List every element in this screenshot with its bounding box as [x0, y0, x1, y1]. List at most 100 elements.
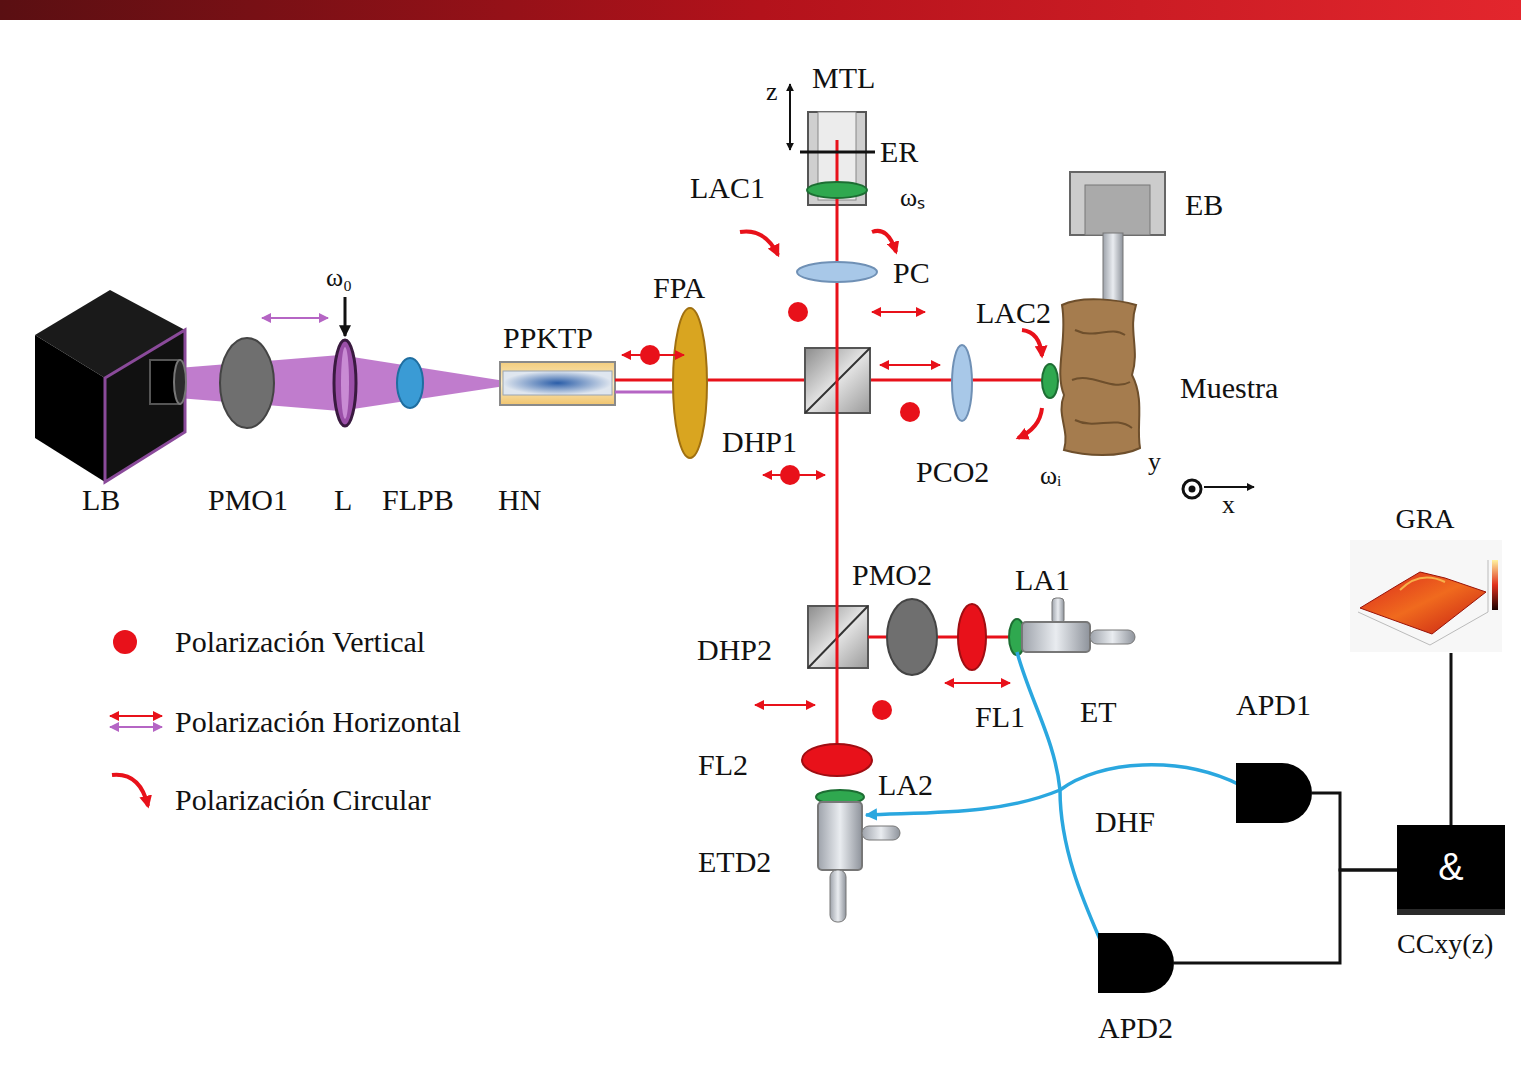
detector-outline — [1236, 763, 1312, 823]
component-label: LA1 — [1015, 563, 1070, 598]
node-text: CCxy(z) — [1397, 927, 1493, 961]
circular-polarization-arrow — [112, 775, 148, 806]
legend-text: Polarización Vertical — [175, 625, 425, 660]
signal-beams — [836, 140, 839, 752]
component-label: DHP2 — [697, 633, 772, 668]
sample-holder — [1085, 185, 1150, 235]
surface-plot — [1492, 560, 1498, 610]
component-label: LAC2 — [976, 296, 1051, 331]
detector-shape — [1236, 763, 1312, 823]
sample-holder — [1070, 172, 1165, 235]
signal-beams — [837, 140, 1012, 752]
reference-mirror — [800, 152, 875, 153]
microscope-objective — [220, 338, 274, 428]
component-label: Muestra — [1180, 371, 1278, 406]
filter-lens — [673, 308, 707, 458]
photodetector: APD2 — [1098, 933, 1174, 1045]
laser-box — [35, 335, 105, 482]
z-axis-arrow — [790, 84, 791, 150]
polarization-arrow — [872, 311, 925, 313]
polarization-dot — [900, 402, 920, 422]
component-label: ω₀ — [326, 263, 352, 293]
filter-lens — [673, 308, 707, 458]
surface-plot — [1350, 540, 1502, 652]
node-text: & — [1438, 845, 1463, 889]
component-label: ER — [880, 135, 918, 170]
node-text: APD1 — [1236, 688, 1311, 722]
bandpass-filter — [802, 604, 986, 776]
polarization-dot — [872, 700, 892, 720]
laser-box — [35, 290, 186, 482]
component-label: ETD2 — [698, 845, 771, 880]
sample-holder — [1070, 172, 1165, 305]
pump-polarization-arrow — [262, 318, 328, 319]
polarization-dot — [113, 630, 137, 654]
header-band — [0, 0, 1521, 20]
lens — [334, 340, 356, 426]
sample-surface — [1060, 299, 1140, 455]
circular-polarization-arrow — [112, 231, 1042, 806]
component-label: DHP1 — [722, 425, 797, 460]
node-text: APD2 — [1098, 1011, 1173, 1045]
fiber-coupler — [818, 802, 862, 870]
component-label: z — [766, 77, 778, 107]
collimating-lens — [807, 182, 1058, 804]
polarization-arrow — [110, 715, 162, 717]
bandpass-filter — [802, 744, 872, 776]
surface-plot — [1360, 572, 1486, 634]
optical-fiber — [1060, 765, 1240, 790]
legend-text: Polarización Circular — [175, 783, 431, 818]
photodetector: APD1 — [1236, 688, 1312, 823]
detector-shape — [1098, 933, 1174, 993]
polarization-arrow — [763, 474, 825, 476]
polarization-arrow — [110, 726, 162, 728]
optical-fiber — [866, 652, 1240, 944]
component-label: L — [334, 483, 352, 518]
circular-polarization-arrow — [1022, 330, 1042, 356]
wave-plate — [797, 262, 877, 282]
component-label: FL1 — [975, 700, 1025, 735]
bandpass-filter — [958, 604, 986, 670]
axis-symbol — [1189, 486, 1196, 493]
component-label: FL2 — [698, 748, 748, 783]
microscope-objective — [220, 338, 274, 428]
component-label: FPA — [653, 271, 705, 306]
collimating-lens — [807, 182, 867, 198]
laser-box — [174, 360, 186, 404]
component-label: PMO2 — [852, 558, 932, 593]
circular-polarization-arrow — [872, 231, 896, 252]
polarization-arrow — [880, 364, 940, 366]
lens — [334, 340, 356, 426]
legend-text: Polarización Horizontal — [175, 705, 461, 740]
detector-outline — [1098, 933, 1174, 993]
sample-holder — [1103, 233, 1123, 305]
component-label: FLPB — [382, 483, 454, 518]
polarization-arrow — [945, 682, 1010, 684]
laser-box — [105, 330, 185, 482]
sample-surface — [1072, 330, 1132, 428]
sample-surface — [1060, 299, 1140, 455]
axis-symbol — [1183, 480, 1201, 498]
component-label: PPKTP — [503, 321, 593, 356]
fiber-coupler — [818, 598, 1135, 922]
axis-symbol — [1183, 480, 1254, 498]
component-label: DHF — [1095, 805, 1155, 840]
signal-wire — [1312, 793, 1397, 870]
plot-panel: GRA — [1345, 503, 1505, 653]
component-label: EB — [1185, 188, 1223, 223]
surface-plot — [1488, 560, 1489, 612]
fiber-coupler — [1052, 598, 1064, 624]
fiber-coupler — [830, 870, 846, 922]
node-text: GRA — [1395, 503, 1454, 535]
z-axis-arrow — [789, 84, 791, 150]
component-label: ωₛ — [900, 183, 925, 213]
surface-plot — [1400, 578, 1445, 591]
reference-mirror — [800, 151, 875, 154]
component-label: y — [1148, 447, 1161, 477]
nonlinear-crystal — [500, 362, 615, 405]
component-label: LAC1 — [690, 171, 765, 206]
microscope-objective — [887, 599, 937, 675]
coincidence-box: & — [1397, 825, 1505, 915]
